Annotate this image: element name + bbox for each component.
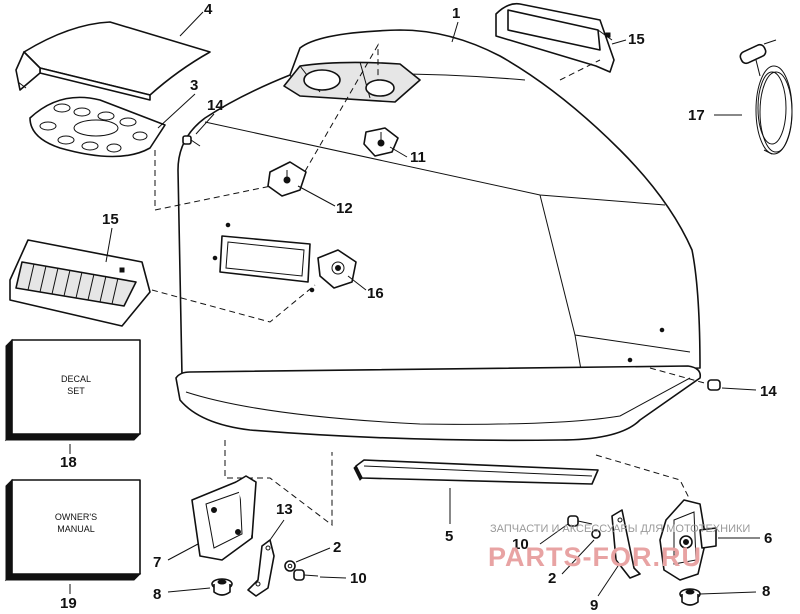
- watermark-brand: PARTS-FOR.RU: [488, 542, 702, 572]
- callout-1: 1: [452, 5, 460, 22]
- leader-15-upper: [611, 39, 627, 45]
- leader-9: [597, 565, 619, 597]
- engine-cover: [175, 29, 702, 442]
- dash-vent-upper: [559, 59, 601, 81]
- callout-12: 12: [336, 200, 353, 217]
- callout-19: 19: [60, 595, 77, 612]
- callout-2-left: 2: [333, 539, 341, 556]
- leader-11: [389, 146, 408, 158]
- washer-right: [591, 529, 601, 539]
- dash-right-hardware: [595, 454, 691, 501]
- grommet-left: [211, 578, 233, 596]
- leader-1: [451, 21, 459, 43]
- latch-bracket-right: [659, 499, 717, 581]
- leader-13: [269, 519, 285, 541]
- dash-upper-left: [154, 150, 301, 211]
- latch-knob-middle: [267, 161, 307, 197]
- grommet-right: [679, 588, 701, 606]
- leader-15-lower: [105, 227, 113, 263]
- callout-10-left: 10: [350, 570, 367, 587]
- leader-8-left: [167, 587, 211, 593]
- decal-label-line2: SET: [67, 386, 85, 396]
- dash-screw-right: [649, 367, 709, 385]
- callout-9: 9: [590, 597, 598, 614]
- screw-right: [707, 379, 721, 391]
- callout-14-upper: 14: [207, 97, 224, 114]
- leader-14-right: [721, 387, 757, 391]
- manual-label-line2: MANUAL: [57, 524, 95, 534]
- screw-lower-right: [567, 515, 593, 527]
- callout-15-lower: 15: [102, 211, 119, 228]
- leader-3: [157, 93, 196, 129]
- callout-14-right: 14: [760, 383, 777, 400]
- callout-13: 13: [276, 501, 293, 518]
- leader-10-right: [539, 523, 569, 545]
- decal-set: [4, 338, 142, 442]
- leader-8-right: [699, 591, 757, 595]
- manual-label-line1: OWNER'S: [55, 512, 97, 522]
- screw-lower-left: [293, 569, 319, 581]
- latch-knob-side: [317, 249, 357, 289]
- callout-11: 11: [410, 149, 426, 166]
- callout-7: 7: [153, 554, 161, 571]
- owners-manual: [4, 478, 142, 582]
- callout-2-right: 2: [548, 570, 556, 587]
- watermark-caption: ЗАПЧАСТИ И АКСЕССУАРЫ ДЛЯ МОТОТЕХНИКИ: [490, 523, 750, 535]
- latch-knob-upper: [363, 127, 399, 157]
- leader-10-left: [319, 576, 347, 579]
- callout-17: 17: [688, 107, 705, 124]
- dash-vent-lower: [151, 284, 316, 323]
- leader-12: [297, 185, 336, 207]
- leader-14-upper: [195, 113, 215, 135]
- callout-16: 16: [367, 285, 384, 302]
- callout-6: 6: [764, 530, 772, 547]
- link-plate: [247, 539, 275, 597]
- leader-16: [347, 275, 367, 291]
- top-cover-panel: [15, 21, 211, 101]
- washer-left: [284, 560, 296, 572]
- callout-4: 4: [204, 1, 213, 18]
- tether-cable: [739, 39, 793, 155]
- hinge-bracket: [191, 475, 257, 561]
- leader-4: [179, 11, 204, 37]
- latch-hook: [611, 509, 641, 579]
- gasket: [29, 96, 166, 158]
- seal-strip: [353, 459, 599, 485]
- vent-grille-lower: [9, 239, 151, 327]
- callout-18: 18: [60, 454, 77, 471]
- dash-lower-hardware: [224, 440, 333, 527]
- decal-label-line1: DECAL: [61, 374, 91, 384]
- callout-3: 3: [190, 77, 198, 94]
- vent-grille-upper: [495, 2, 615, 73]
- callout-8-left: 8: [153, 586, 161, 603]
- callout-8-right: 8: [762, 583, 770, 600]
- leader-2-left: [295, 547, 331, 563]
- callout-5: 5: [445, 528, 453, 545]
- leader-2-right: [561, 539, 595, 575]
- callout-10-right: 10: [512, 536, 529, 553]
- leader-7: [167, 543, 199, 561]
- dash-upper-mid: [299, 43, 379, 181]
- screw-upper: [182, 135, 201, 147]
- callout-15-upper: 15: [628, 31, 645, 48]
